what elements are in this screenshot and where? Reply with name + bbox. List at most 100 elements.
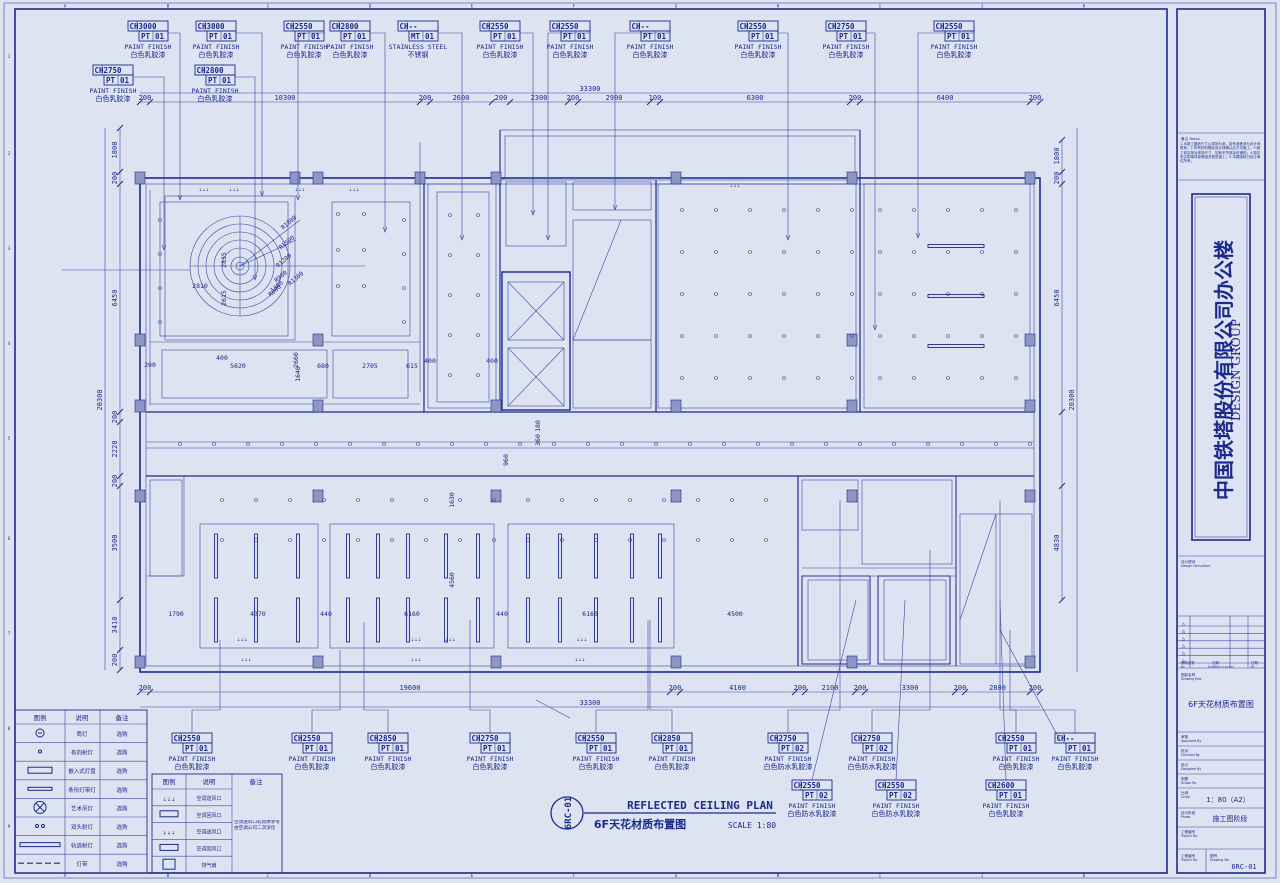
structural-column bbox=[490, 399, 502, 413]
grid-col-bottom: H bbox=[777, 873, 780, 878]
dimension-label: 10300 bbox=[274, 94, 295, 102]
stage-value: 施工图阶段 bbox=[1213, 814, 1248, 823]
downlight bbox=[322, 498, 326, 502]
drawing-frame bbox=[14, 8, 1168, 874]
tag-code: CH bbox=[632, 22, 642, 31]
downlight bbox=[382, 442, 386, 446]
downlight bbox=[560, 498, 564, 502]
tag-leader bbox=[311, 650, 341, 733]
legend-note: 选购 bbox=[116, 823, 128, 831]
downlight bbox=[402, 320, 406, 324]
tag-material: PT bbox=[805, 791, 815, 800]
tag-number: 01 bbox=[507, 32, 517, 41]
downlight bbox=[288, 538, 292, 542]
downlight bbox=[526, 538, 530, 542]
inner-dimension: 1790 bbox=[168, 610, 184, 618]
downlight bbox=[158, 286, 162, 290]
tag-height: 2550 bbox=[945, 22, 964, 31]
tag-code: CH bbox=[286, 22, 296, 31]
tag-number: 02 bbox=[879, 744, 888, 753]
tag-finish-cn: 白色防水乳胶漆 bbox=[764, 762, 813, 771]
dimension-label: 2600 bbox=[453, 94, 470, 102]
inner-dimension: 4370 bbox=[250, 610, 266, 618]
grid-col-top: I bbox=[879, 4, 882, 9]
tag-number: 01 bbox=[199, 744, 209, 753]
tag-height: 2750 bbox=[863, 734, 882, 743]
tag-material: PT bbox=[381, 744, 391, 753]
revision-marker: △ bbox=[1182, 628, 1185, 634]
stage-label-en: Phase bbox=[1181, 815, 1191, 819]
inner-dimension: 1630 bbox=[448, 492, 456, 508]
tag-number: 01 bbox=[395, 744, 405, 753]
tag-number: 02 bbox=[819, 791, 828, 800]
drawing-name-label-en: Drawing title bbox=[1181, 677, 1202, 681]
tag-material: PT bbox=[781, 744, 791, 753]
revision-label: 修改记录 bbox=[1181, 660, 1195, 665]
tag-finish-cn: 白色乳胶漆 bbox=[333, 50, 368, 59]
downlight bbox=[476, 333, 480, 337]
lighting-panel-3 bbox=[507, 523, 675, 649]
dimension-label: 200 bbox=[794, 684, 807, 692]
title-code: 6RC-01 bbox=[564, 797, 574, 830]
tag-height: 2550 bbox=[803, 781, 822, 790]
structural-column bbox=[670, 171, 682, 185]
tag-height: 2550 bbox=[295, 22, 314, 31]
linear-light bbox=[296, 597, 300, 643]
scale-label: 比例 bbox=[1181, 790, 1189, 795]
designed-label: 设计 bbox=[1181, 762, 1189, 767]
downlight bbox=[336, 284, 340, 288]
linear-light bbox=[376, 533, 380, 579]
downlight bbox=[662, 498, 666, 502]
legend-note: 选购 bbox=[116, 786, 128, 794]
tag-finish-en: STAINLESS STEEL bbox=[389, 43, 448, 51]
downlight bbox=[280, 442, 284, 446]
legend-description: 条形灯带灯 bbox=[68, 786, 96, 794]
tag-code: CH bbox=[828, 22, 838, 31]
tag-finish-cn: 不锈钢 bbox=[408, 50, 429, 59]
inner-dimension: 4560 bbox=[448, 572, 456, 588]
structural-column bbox=[846, 171, 858, 185]
tag-code: CH bbox=[878, 781, 888, 790]
tag-number: 01 bbox=[357, 32, 367, 41]
dimension-label: 1800 bbox=[1053, 148, 1061, 165]
linear-light bbox=[658, 533, 662, 579]
drawing-no-label-en: Drawing No. bbox=[1210, 858, 1230, 862]
downlight bbox=[824, 442, 828, 446]
tag-number: 01 bbox=[223, 32, 233, 41]
tag-number: 02 bbox=[903, 791, 912, 800]
tag-code: CH bbox=[1057, 734, 1067, 743]
downlight bbox=[748, 208, 752, 212]
lighting-panel-1 bbox=[199, 523, 319, 649]
inner-dimension: 2705 bbox=[362, 362, 378, 370]
air-diffuser: ⇣⇣⇣ bbox=[237, 636, 248, 643]
dimension-label: 200 bbox=[111, 411, 119, 424]
inner-dimension: 180 bbox=[534, 420, 542, 432]
dimension-label: 2900 bbox=[606, 94, 623, 102]
tag-height: 2550 bbox=[491, 22, 510, 31]
legend-header: 说明 bbox=[76, 713, 90, 722]
downlight bbox=[878, 292, 882, 296]
downlight bbox=[362, 248, 366, 252]
downlight bbox=[458, 538, 462, 542]
air-diffuser: ⇣⇣⇣ bbox=[349, 186, 360, 193]
structural-column bbox=[1024, 399, 1036, 413]
downlight bbox=[816, 376, 820, 380]
tag-finish-en: PAINT FINISH bbox=[931, 43, 978, 51]
linear-light bbox=[444, 597, 448, 643]
legend-note: 选购 bbox=[116, 842, 128, 850]
downlight bbox=[850, 292, 854, 296]
air-diffuser: ⇣⇣⇣ bbox=[241, 656, 252, 663]
structural-column bbox=[1024, 333, 1036, 347]
tag-finish-cn: 白色防水乳胶漆 bbox=[848, 762, 897, 771]
downlight bbox=[390, 498, 394, 502]
downlight bbox=[696, 498, 700, 502]
tag-material: PT bbox=[947, 32, 957, 41]
downlight bbox=[782, 376, 786, 380]
grid-col-top: J bbox=[981, 4, 983, 9]
tag-number: 01 bbox=[155, 32, 165, 41]
